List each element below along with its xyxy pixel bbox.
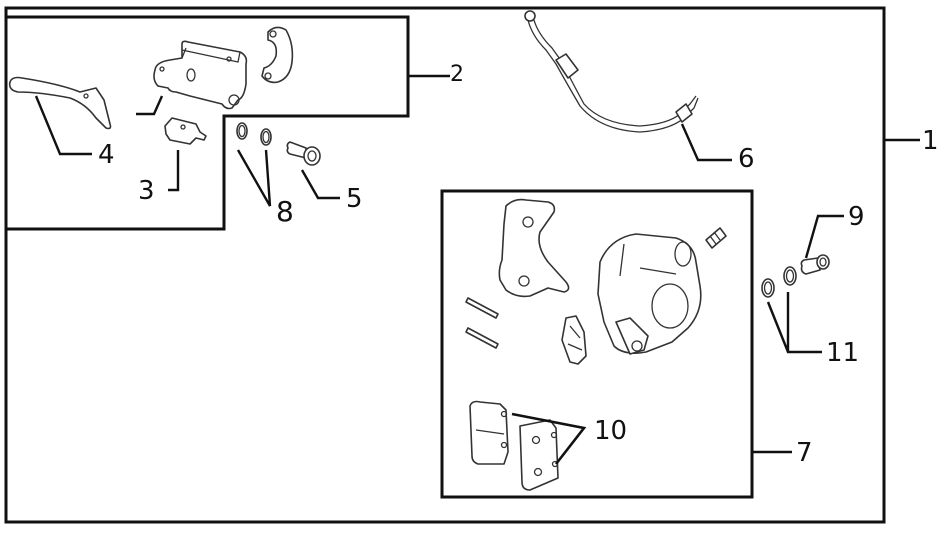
brake-switch-part[interactable]: [164, 117, 207, 145]
pad-spring-part[interactable]: [561, 315, 587, 365]
assembly-frame-2: [6, 15, 410, 231]
callout-8: 8: [276, 195, 294, 228]
callout-4: 4: [98, 140, 115, 170]
handlebar-clamp-part[interactable]: [261, 26, 294, 84]
callout-1: 1: [922, 126, 939, 156]
brake-pads-part[interactable]: [469, 400, 559, 491]
sealing-washers-lower-part[interactable]: [761, 266, 797, 298]
bleeder-screw-part[interactable]: [705, 227, 727, 249]
banjo-bolt-lower-part[interactable]: [800, 254, 830, 275]
assembly-frame-7: [440, 189, 754, 499]
callout-5: 5: [346, 184, 363, 214]
caliper-pins-part[interactable]: [465, 297, 499, 349]
callout-11: 11: [826, 338, 860, 368]
caliper-bracket-part[interactable]: [498, 198, 570, 298]
callout-3: 3: [138, 176, 155, 206]
banjo-bolt-upper-part[interactable]: [286, 141, 321, 166]
brake-lever-part[interactable]: [8, 76, 112, 130]
master-cylinder-part[interactable]: [153, 40, 248, 110]
callout-10: 10: [594, 416, 628, 446]
leader-lines: [34, 74, 920, 465]
callout-6: 6: [738, 144, 755, 174]
sealing-washers-upper-part[interactable]: [236, 122, 272, 146]
brake-hose-part[interactable]: [524, 10, 699, 133]
callout-9: 9: [848, 202, 865, 232]
caliper-body-part[interactable]: [597, 233, 702, 355]
callout-7: 7: [796, 438, 813, 468]
callout-2: 2: [450, 62, 464, 87]
assembly-frame-1: [4, 6, 886, 524]
